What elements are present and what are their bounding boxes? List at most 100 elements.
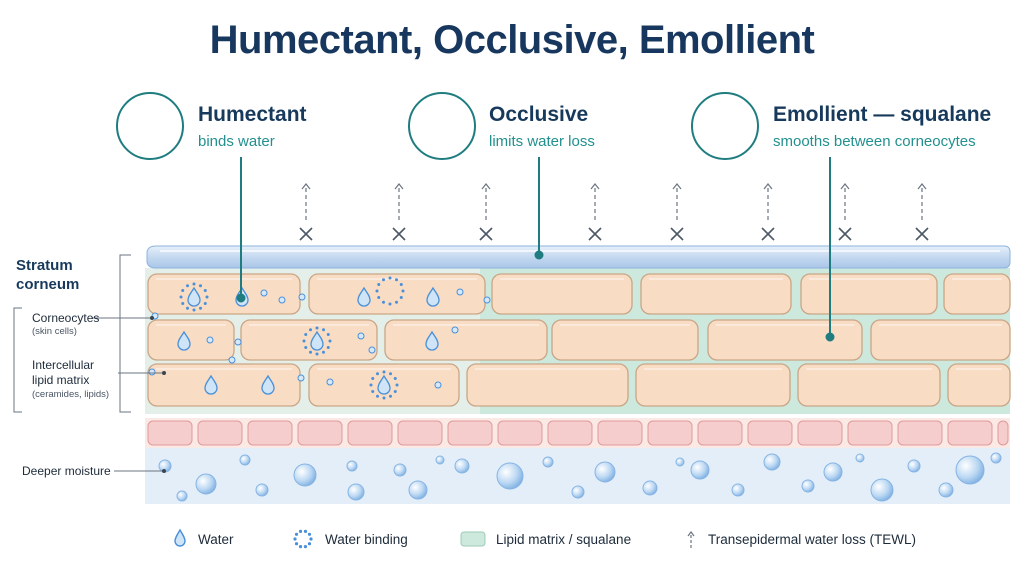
- humectant-subtitle: binds water: [198, 133, 275, 150]
- binding-dot: [376, 372, 379, 376]
- moisture-bubble: [675, 457, 685, 467]
- corneocyte: [635, 363, 791, 407]
- corneocyte: [707, 319, 863, 361]
- moisture-bubble: [239, 454, 251, 466]
- binding-dot: [294, 532, 299, 536]
- binding-dot: [382, 300, 385, 304]
- corneocyte: [308, 273, 486, 315]
- blocked-marker: [479, 227, 493, 241]
- binding-dot: [304, 346, 308, 349]
- side-dots: [150, 316, 166, 473]
- moisture-bubble: [496, 462, 524, 490]
- moisture-bubble: [195, 473, 217, 495]
- pointer-lines: [236, 157, 835, 342]
- binding-dot: [298, 545, 303, 549]
- binding-dot: [377, 283, 381, 286]
- binding-dot: [179, 295, 183, 299]
- corneocyte: [943, 273, 1011, 315]
- binding-dot: [389, 394, 392, 398]
- tewl-arrowhead: [394, 183, 404, 190]
- tewl-arrowhead: [672, 183, 682, 190]
- corneocyte: [640, 273, 792, 315]
- water-droplet: [148, 368, 156, 376]
- binding-dot: [395, 300, 398, 304]
- wavy-layers-icon: [693, 94, 757, 158]
- water-droplet: [326, 378, 334, 386]
- water-drop-icon: [172, 528, 188, 548]
- moisture-bubble: [763, 453, 781, 471]
- water-drop: [425, 330, 439, 351]
- occlusive-film: [146, 245, 1011, 269]
- legend-binding-icon-art: [293, 529, 313, 549]
- binding-dot: [315, 352, 319, 356]
- water-droplet: [278, 296, 286, 304]
- binding-dot: [371, 390, 375, 393]
- blocked-marker: [392, 227, 406, 241]
- water-droplet: [297, 374, 305, 382]
- binding-dot: [393, 390, 397, 393]
- water-drop: [357, 286, 371, 307]
- living-cell: [147, 420, 193, 446]
- lipid-swatch-icon: [461, 532, 485, 546]
- moisture-bubble: [393, 463, 407, 477]
- emollient-title: Emollient — squalane: [773, 103, 992, 126]
- water-droplet: [483, 296, 491, 304]
- tewl-arrowhead: [481, 183, 491, 190]
- corneocyte: [947, 363, 1011, 407]
- binding-dot: [303, 545, 308, 549]
- living-cell: [847, 420, 893, 446]
- tewl-arrowhead: [840, 183, 850, 190]
- legend-binding-label: Water binding: [325, 532, 408, 547]
- binding-dot: [382, 278, 385, 282]
- legend-lipid-icon-art: [460, 531, 486, 547]
- living-cells: [147, 420, 1009, 446]
- binding-dot: [393, 377, 397, 380]
- corneocyte: [800, 273, 938, 315]
- corneocyte: [384, 319, 548, 361]
- living-cell: [747, 420, 793, 446]
- corneocytes-note: (skin cells): [32, 326, 77, 337]
- cell-water-drops: [148, 276, 491, 400]
- corneocytes-label: Corneocytes: [32, 311, 100, 325]
- moisture-bubble: [642, 480, 658, 496]
- moisture-bubbles: [158, 452, 1002, 502]
- binding-dot: [401, 289, 405, 293]
- binding-dot: [192, 308, 196, 312]
- blocked-marker: [761, 227, 775, 241]
- moisture-bubble: [594, 461, 616, 483]
- binding-dot: [326, 333, 330, 336]
- corneocyte: [147, 363, 301, 407]
- moisture-bubble: [938, 482, 954, 498]
- binding-dot: [307, 532, 312, 536]
- legend-water-icon-art: [174, 528, 186, 547]
- corneocyte: [870, 319, 1011, 361]
- corneocyte: [147, 273, 301, 315]
- tewl-arrowhead: [590, 183, 600, 190]
- living-cell: [347, 420, 393, 446]
- binding-dot: [186, 284, 189, 288]
- corneocyte: [551, 319, 699, 361]
- moisture-bubble: [823, 462, 843, 482]
- living-cell: [947, 420, 993, 446]
- humectant-badge: [116, 92, 184, 160]
- corneocyte-cells: [147, 273, 1011, 407]
- moisture-bubble: [907, 459, 921, 473]
- emollient-subtitle: smooths between corneocytes: [773, 133, 976, 150]
- binding-dot: [369, 383, 373, 387]
- binding-dot: [376, 394, 379, 398]
- binding-dot: [199, 284, 202, 288]
- living-cell: [297, 420, 343, 446]
- binding-dot: [302, 339, 306, 343]
- blocked-marker: [299, 227, 313, 241]
- binding-dot: [375, 289, 379, 293]
- living-cell: [647, 420, 693, 446]
- living-cell: [397, 420, 443, 446]
- tewl-arrowhead: [763, 183, 773, 190]
- moisture-bubble: [542, 456, 554, 468]
- water-drop-icon: [118, 94, 182, 158]
- living-cell: [897, 420, 943, 446]
- water-droplet: [234, 338, 242, 346]
- moisture-bubble: [255, 483, 269, 497]
- tewl-arrowhead: [917, 183, 927, 190]
